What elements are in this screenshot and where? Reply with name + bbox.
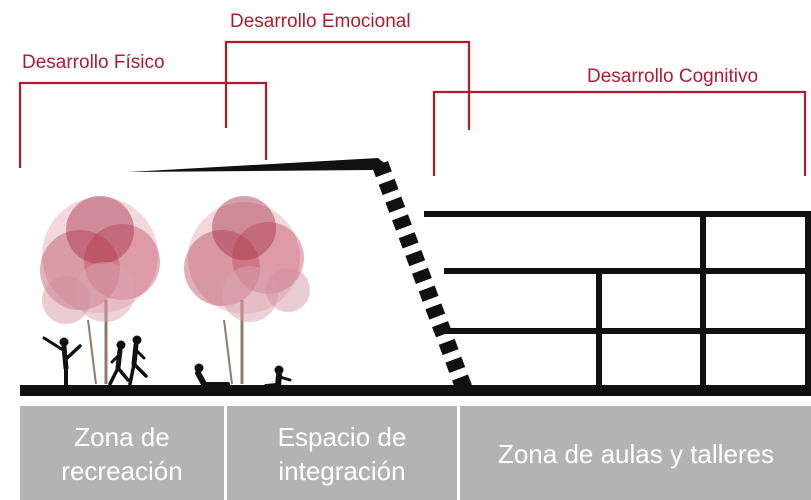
- person-reclining: [194, 363, 230, 387]
- zone-integracion-label-line2: integración: [278, 456, 405, 486]
- person-leg: [128, 362, 136, 386]
- person-arm: [42, 336, 65, 352]
- zone-recreacion-label-line1: Zona de: [74, 422, 169, 452]
- bracket-line-cognitivo: [432, 90, 807, 176]
- person-arm: [134, 348, 146, 360]
- bracket-desarrollo-cognitivo: Desarrollo Cognitivo: [432, 66, 807, 176]
- inclined-dashed-wall: [372, 161, 472, 391]
- person-sitting: [264, 365, 292, 389]
- zone-label-bar: Zona de recreación Espacio de integració…: [20, 406, 811, 500]
- person-leg: [108, 366, 120, 386]
- bracket-line-emocional: [224, 40, 471, 130]
- tree-canopy: [266, 268, 310, 312]
- person-head: [132, 335, 142, 345]
- roof-slab: [128, 158, 388, 172]
- tree-left: [40, 196, 160, 385]
- tree-canopy: [212, 196, 276, 260]
- floor-slab-lower: [444, 328, 810, 334]
- floor-slab-top: [424, 211, 810, 217]
- column-right: [700, 211, 706, 389]
- classroom-frame: [424, 211, 811, 389]
- column-edge: [805, 211, 811, 389]
- tree-trunk: [87, 319, 97, 385]
- person-head: [116, 340, 126, 350]
- person-running: [128, 335, 148, 386]
- zone-aulas-panel: [460, 406, 811, 500]
- tree-canopy: [75, 262, 135, 322]
- person-leg: [63, 344, 82, 362]
- bracket-label-cognitivo: Desarrollo Cognitivo: [587, 66, 758, 87]
- bracket-desarrollo-emocional: Desarrollo Emocional: [224, 11, 471, 130]
- tree-canopy: [66, 196, 134, 264]
- tree-canopy: [42, 276, 90, 324]
- bracket-desarrollo-fisico: Desarrollo Físico: [18, 52, 268, 168]
- bracket-label-fisico: Desarrollo Físico: [22, 52, 165, 73]
- person-body: [131, 342, 139, 367]
- ground-slab: [20, 385, 811, 396]
- tree-canopy: [222, 266, 278, 322]
- floor-slab-middle: [444, 268, 810, 274]
- person-leg: [132, 362, 148, 378]
- person-arm: [278, 375, 292, 382]
- tree-right: [184, 196, 310, 385]
- person-head: [194, 363, 204, 373]
- zone-integracion-panel: [227, 406, 457, 500]
- bracket-line-fisico: [18, 81, 268, 168]
- person-arm: [110, 352, 122, 364]
- person-head: [274, 365, 284, 375]
- tree-trunk: [223, 319, 233, 385]
- zone-recreacion-panel: [20, 406, 224, 500]
- person-running: [108, 340, 130, 386]
- zone-recreacion-label-line2: recreación: [61, 456, 182, 486]
- person-body: [195, 370, 207, 387]
- person-head: [59, 337, 69, 347]
- person-leg: [116, 366, 130, 382]
- zone-aulas-label: Zona de aulas y talleres: [498, 439, 774, 469]
- person-yoga-pose: [42, 336, 82, 388]
- bracket-label-emocional: Desarrollo Emocional: [230, 11, 411, 32]
- zone-integracion-label-line1: Espacio de: [278, 422, 407, 452]
- column-middle: [596, 268, 602, 389]
